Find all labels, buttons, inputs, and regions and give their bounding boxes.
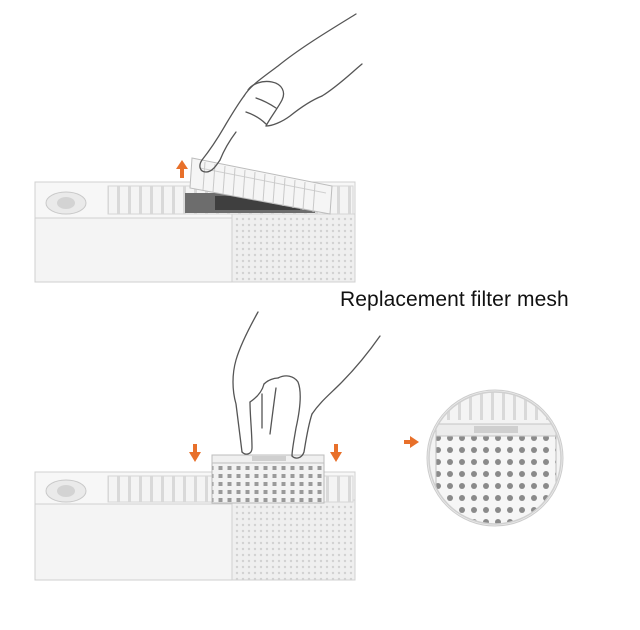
arrow-down-icon (330, 444, 342, 462)
lifted-grille (189, 157, 333, 215)
arrow-right-icon (404, 436, 419, 448)
device-bottom (34, 311, 381, 581)
hand-lifting (199, 13, 363, 173)
caption-text: Replacement filter mesh (340, 288, 569, 311)
arrow-down-icon (189, 444, 201, 462)
device-knob (45, 191, 87, 215)
device-knob (45, 479, 87, 503)
arrow-up-icon (176, 160, 188, 178)
filter-mesh (211, 454, 325, 504)
device-top (34, 13, 363, 283)
hand-inserting (232, 311, 381, 459)
zoom-inset (426, 389, 564, 527)
